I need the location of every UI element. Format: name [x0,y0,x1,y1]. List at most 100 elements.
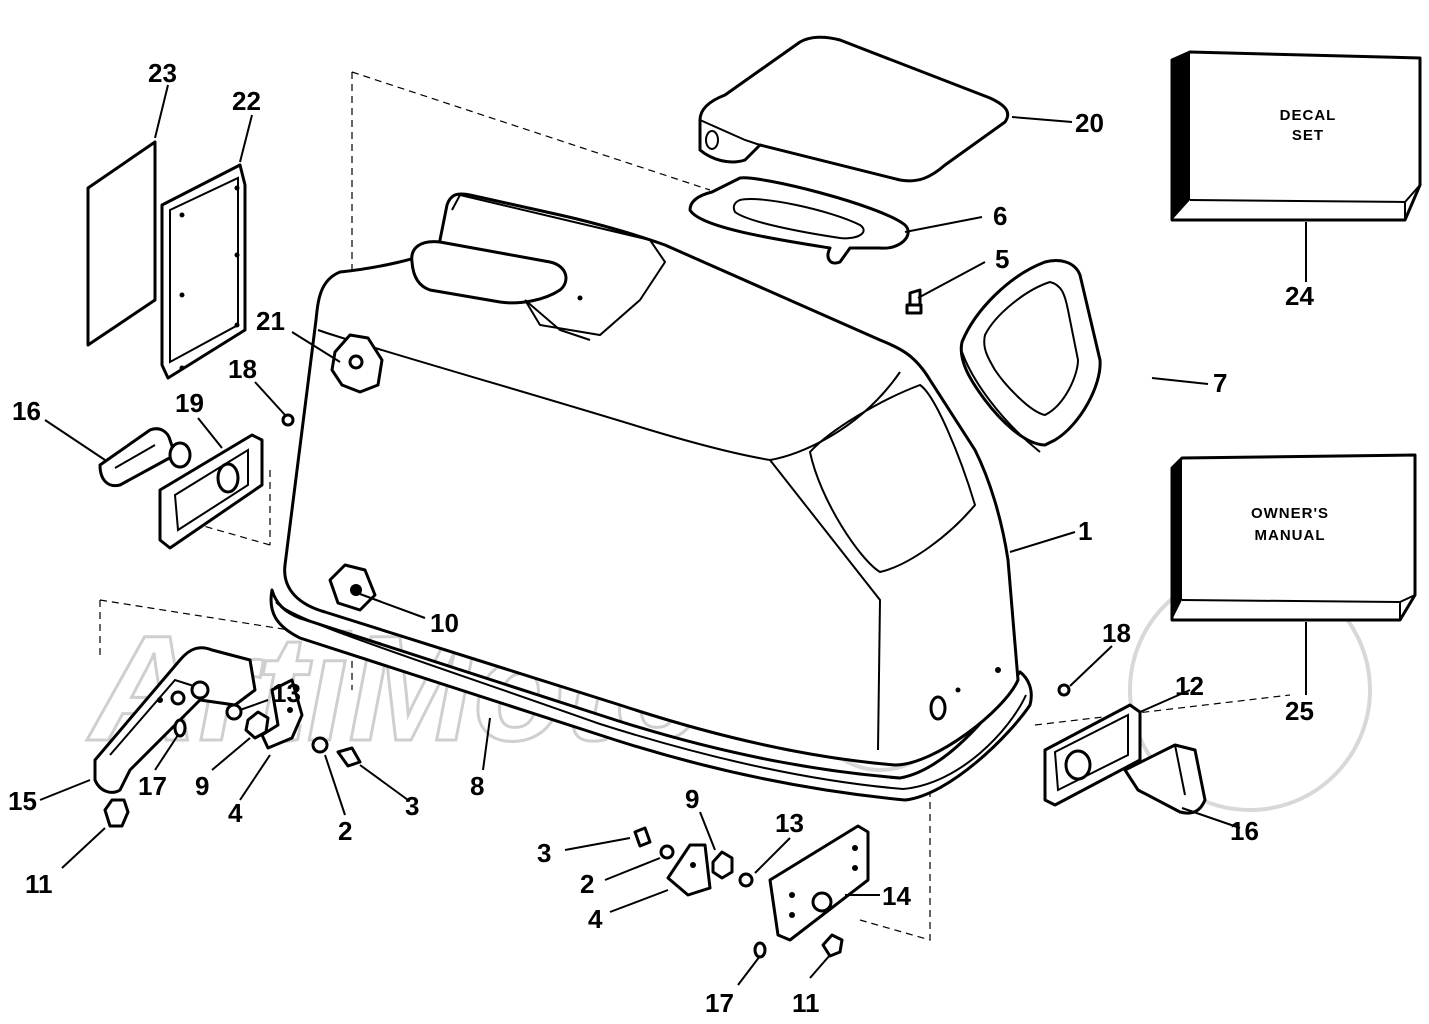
grommet-12-outline [1043,703,1142,807]
callout-25: 25 [1285,696,1314,726]
plate-hole [234,185,240,191]
fastener-11-right [821,933,844,958]
bracket-14-hole [852,845,858,851]
hood-cap-part-20 [698,35,1010,183]
knob-part-21 [330,333,384,394]
callout-5: 5 [995,244,1009,274]
leader-9-right [699,811,716,851]
callout-9-right: 9 [685,784,699,814]
leader-4-right [609,889,669,913]
callout-11-left: 11 [25,869,53,899]
adapter-plate-opening [732,198,865,240]
cowl-side-crease [769,371,901,461]
leader-2-right [604,857,661,881]
plate-hole [234,252,240,258]
leader-16-right [1181,807,1241,829]
callout-14: 14 [882,881,911,911]
grommet-19-hole [216,462,240,494]
callout-6: 6 [993,201,1007,231]
knob-center [348,354,364,370]
callout-13-left: 13 [272,678,301,708]
intake-housing [451,193,667,337]
clip-part-4-right [666,843,712,897]
leader-3-left [359,764,409,801]
leader-23 [154,84,169,139]
screws-part-3 [336,746,652,848]
leader-3-right [564,837,631,851]
leader-13-left [239,699,269,711]
pin-part-18-left [281,413,295,427]
cowl-grommet-hole [929,695,947,721]
window-panel-outer [959,259,1102,447]
callout-17-left: 17 [138,771,167,801]
handle-right-edge [1174,744,1186,796]
plate-hole [179,212,185,218]
intake-hole [577,295,583,301]
screw-head [905,303,923,315]
leader-5 [917,261,986,299]
callout-21: 21 [256,306,285,336]
callout-22: 22 [232,86,261,116]
decal-box-line-2: SET [1292,127,1324,144]
clip-4-right-hole [690,862,696,868]
callout-4-right: 4 [588,904,603,934]
leader-8 [482,717,491,771]
callout-2-left: 2 [338,816,352,846]
hood-cap-outline [698,35,1010,183]
leader-17-right [737,955,761,986]
bracket-14-boss [811,891,833,913]
plate-part-22 [160,163,247,380]
dash-line-top [351,71,711,191]
screw-part-5 [905,288,923,315]
intake-opening [410,240,568,305]
callout-24: 24 [1285,281,1314,311]
leader-11-right [809,954,831,979]
leader-17-left [154,734,179,771]
plate-hole [179,292,185,298]
callout-10: 10 [430,608,459,638]
cowl-corner-crease [769,459,882,751]
callout-1: 1 [1078,516,1092,546]
leader-20 [1011,116,1073,123]
callout-11-right: 11 [792,988,820,1018]
leader-4-left [239,754,271,801]
plate-outline [160,163,247,380]
washers [225,703,754,888]
callout-20: 20 [1075,108,1104,138]
handle-right-outline [1123,743,1207,815]
cowl-outline [283,192,1020,767]
callout-3-left: 3 [405,791,419,821]
grommet-19-outline [158,433,264,550]
leader-21 [291,331,341,363]
callout-numbers: 23 22 21 18 19 16 20 6 5 7 24 1 25 18 12… [8,58,1314,1018]
seal-groove [275,601,1027,791]
callout-18-left: 18 [228,354,257,384]
callout-4-left: 4 [228,798,243,828]
adapter-plate-part-6 [688,176,910,265]
fastener-11-left [103,798,130,828]
leader-18-left [254,381,286,416]
grommet-12-hole [1064,749,1092,781]
callout-13-right: 13 [775,808,804,838]
leader-7 [1151,377,1209,385]
decal-set-box-part-24: DECAL SET [1170,50,1422,222]
leader-13-right [754,837,791,874]
seal-part-8 [269,588,1033,802]
leader-22 [239,114,253,163]
plate-hole [234,322,240,328]
leader-9-left [211,737,251,771]
washer-part-13-left [225,703,243,721]
callout-15: 15 [8,786,37,816]
bracket-14-outline [768,824,870,942]
knob-part-10 [328,563,377,612]
bracket-part-14 [768,824,870,942]
screw-3-left [336,746,362,768]
washer-part-13-right [738,872,754,888]
callout-23: 23 [148,58,177,88]
leader-11-left [61,827,106,869]
callout-16-right: 16 [1230,816,1259,846]
callout-19: 19 [175,388,204,418]
decal-box-line-1: DECAL [1280,107,1337,124]
leader-10 [359,593,426,619]
fastener-17-left [173,718,187,738]
